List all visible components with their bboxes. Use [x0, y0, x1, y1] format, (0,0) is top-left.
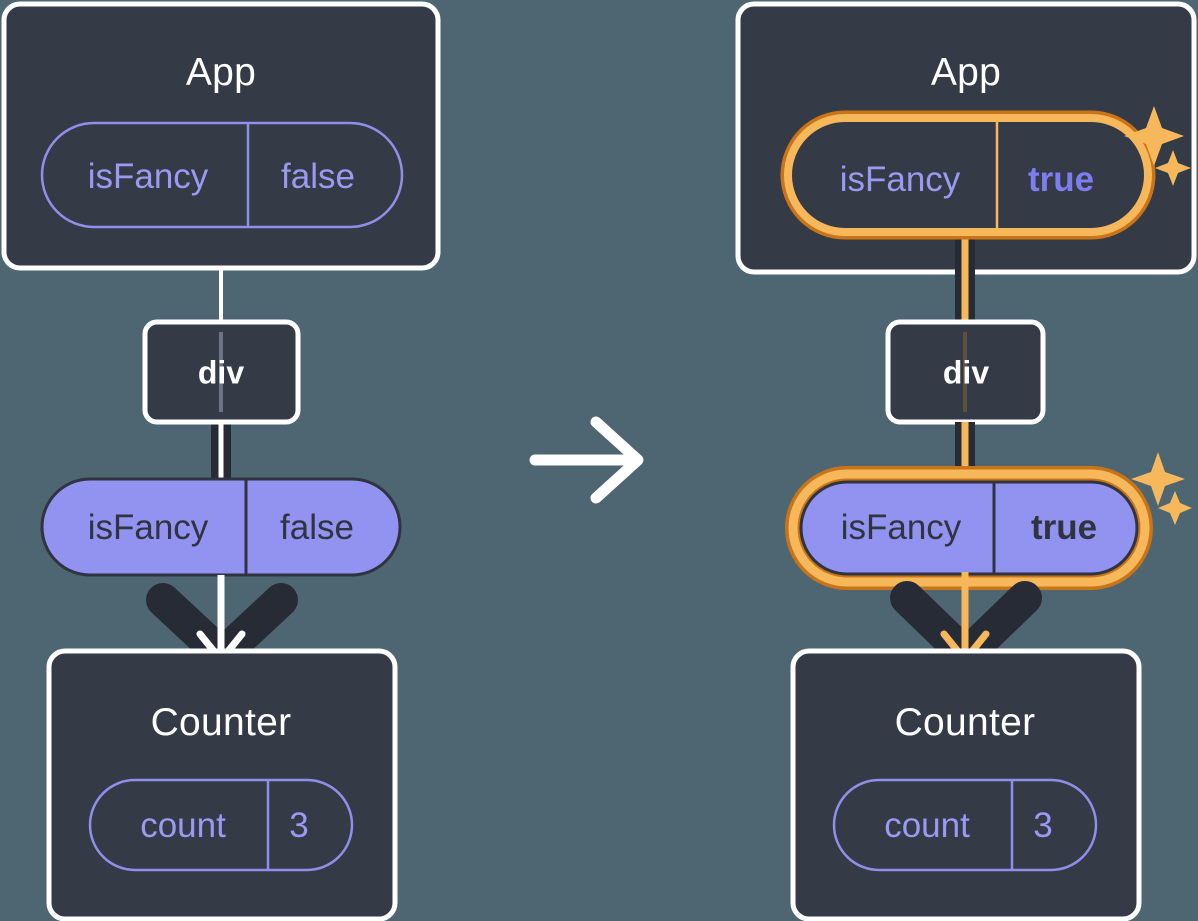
sparkle-icon-app-after [1124, 106, 1191, 186]
app-state-pill-before[interactable] [40, 121, 404, 229]
sparkle-icon-prop-after [1131, 452, 1192, 525]
counter-state-pill-after[interactable] [832, 778, 1098, 872]
app-state-pill-highlight-ring-inner-after [784, 114, 1152, 236]
prop-pill-after[interactable] [799, 480, 1139, 576]
transition-arrow-right-icon [529, 416, 644, 504]
counter-box-after[interactable] [790, 648, 1142, 921]
app-box-before[interactable] [1, 1, 441, 271]
counter-box-before[interactable] [46, 648, 398, 921]
counter-state-pill-before[interactable] [88, 778, 354, 872]
prop-pill-highlight-ring-inner-after [788, 469, 1150, 587]
prop-pill-before[interactable] [40, 477, 402, 577]
